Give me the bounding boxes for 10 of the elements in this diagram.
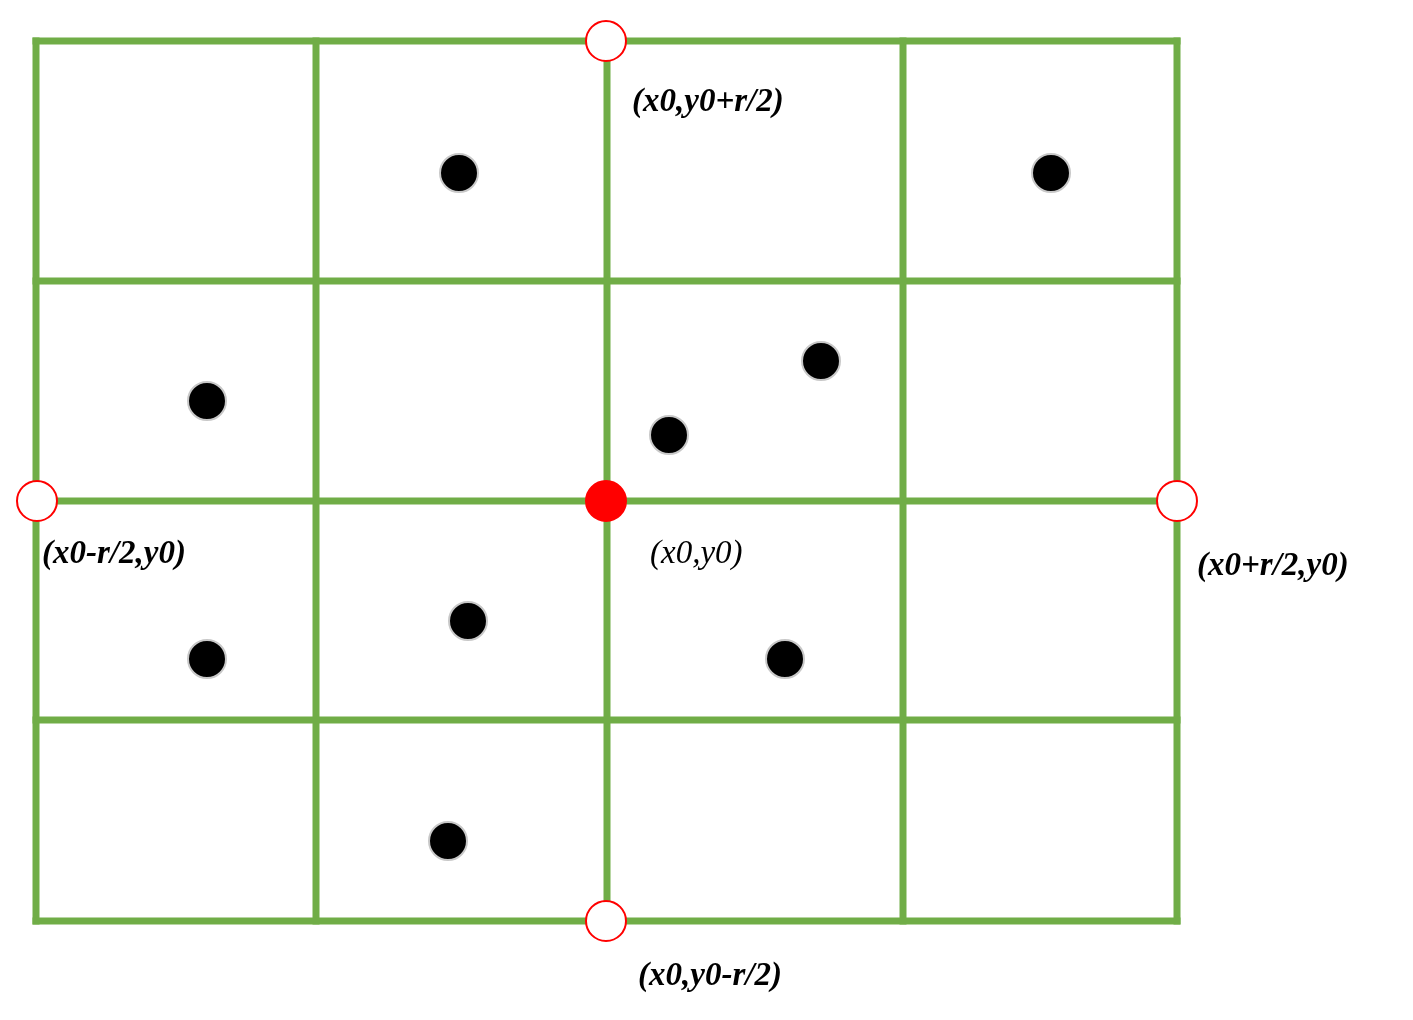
coordinate-label: (x0,y0+r/2) — [632, 81, 784, 120]
coordinate-label: (x0,y0-r/2) — [638, 955, 782, 994]
open-circle-marker — [15, 479, 59, 523]
coordinate-label: (x0-r/2,y0) — [42, 533, 186, 572]
filled-circle-marker — [584, 479, 628, 523]
open-circle-marker — [584, 899, 628, 943]
coordinate-label: (x0,y0) — [650, 533, 743, 572]
open-circle-marker — [584, 19, 628, 63]
open-circle-marker — [1155, 479, 1199, 523]
coordinate-label: (x0+r/2,y0) — [1197, 545, 1349, 584]
